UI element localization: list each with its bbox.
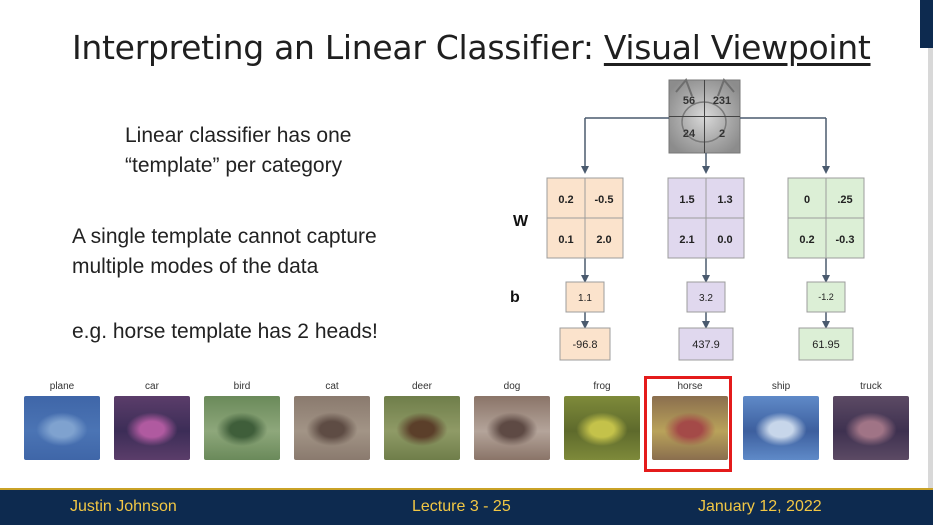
- class-template-truck: truck: [830, 380, 912, 460]
- class-label: cat: [325, 381, 339, 392]
- score-value: -96.8: [572, 339, 597, 351]
- text-line: Linear classifier has one: [125, 124, 352, 147]
- pixel-value: 56: [683, 95, 695, 107]
- template-image: [204, 396, 280, 460]
- pixel-value: 24: [683, 128, 696, 140]
- weight-value: 2.0: [596, 234, 611, 246]
- text-line: “template” per category: [125, 154, 343, 177]
- slide-edge-shadow: [928, 48, 933, 488]
- bias-box-2: 3.2: [686, 281, 726, 313]
- score-box-1: -96.8: [559, 327, 611, 361]
- weight-value: 1.3: [717, 194, 732, 206]
- pixel-value: 231: [713, 95, 731, 107]
- title-underlined: Visual Viewpoint: [603, 28, 871, 67]
- text-block-horse: e.g. horse template has 2 heads!: [72, 317, 378, 347]
- template-image: [294, 396, 370, 460]
- bias-value: -1.2: [818, 292, 834, 302]
- footer-author: Justin Johnson: [70, 498, 177, 515]
- weight-value: -0.3: [836, 234, 855, 246]
- text-block-modes: A single template cannot capture multipl…: [72, 222, 377, 282]
- class-label: frog: [593, 381, 611, 392]
- score-box-3: 61.95: [798, 327, 854, 361]
- horse-highlight-box: [644, 376, 732, 472]
- bias-box-3: -1.2: [806, 281, 846, 313]
- text-line: A single template cannot capture: [72, 225, 377, 248]
- score-box-2: 437.9: [678, 327, 734, 361]
- bias-box-1: 1.1: [565, 281, 605, 313]
- input-image: 56 231 24 2: [668, 78, 741, 154]
- b-label: b: [510, 289, 520, 306]
- class-template-horse: horse: [649, 380, 731, 460]
- class-template-bird: bird: [201, 380, 283, 460]
- weight-value: .25: [837, 194, 852, 206]
- score-value: 437.9: [692, 339, 720, 351]
- bias-value: 3.2: [699, 293, 713, 304]
- weight-value: -0.5: [595, 194, 614, 206]
- weights-row-2: 1.5 1.3 2.1 0.0: [667, 177, 745, 259]
- class-label: ship: [771, 381, 791, 392]
- template-image: [652, 396, 728, 460]
- text-line: multiple modes of the data: [72, 255, 319, 278]
- class-template-deer: deer: [381, 380, 463, 460]
- bias-value: 1.1: [578, 293, 592, 304]
- template-image: [474, 396, 550, 460]
- weight-value: 0: [804, 194, 810, 206]
- class-label: dog: [503, 381, 521, 392]
- template-image: [833, 396, 909, 460]
- text-block-templates: Linear classifier has one “template” per…: [125, 121, 351, 181]
- weights-row-3: 0 .25 0.2 -0.3: [787, 177, 865, 259]
- text-line: e.g. horse template has 2 heads!: [72, 320, 378, 343]
- class-label: bird: [233, 381, 251, 392]
- class-template-cat: cat: [291, 380, 373, 460]
- class-label: car: [145, 381, 159, 392]
- slide-title: Interpreting an Linear Classifier: Visua…: [72, 28, 871, 67]
- class-label: truck: [860, 381, 882, 392]
- weight-value: 1.5: [679, 194, 694, 206]
- class-template-car: car: [111, 380, 193, 460]
- pixel-value: 2: [719, 128, 725, 140]
- template-image: [564, 396, 640, 460]
- class-label: horse: [677, 381, 703, 392]
- class-template-plane: plane: [21, 380, 103, 460]
- title-prefix: Interpreting an Linear Classifier:: [72, 28, 604, 67]
- class-template-dog: dog: [471, 380, 553, 460]
- connector-lines: [581, 117, 830, 329]
- footer-lecture: Lecture 3 - 25: [412, 498, 511, 515]
- footer-date: January 12, 2022: [698, 498, 822, 515]
- class-label: deer: [411, 381, 432, 392]
- classifier-diagram: 56 231 24 2 W b 0.2 -0.5: [510, 78, 865, 361]
- score-value: 61.95: [812, 339, 840, 351]
- class-templates-row: plane car bird cat deer dog frog horse ship truck: [0, 380, 933, 480]
- weight-value: 0.1: [558, 234, 573, 246]
- weight-value: 0.0: [717, 234, 732, 246]
- class-template-frog: frog: [561, 380, 643, 460]
- w-label: W: [513, 213, 529, 230]
- weight-value: 2.1: [679, 234, 694, 246]
- template-image: [384, 396, 460, 460]
- weights-row-1: 0.2 -0.5 0.1 2.0: [546, 177, 624, 259]
- template-image: [24, 396, 100, 460]
- footer-bar: Justin Johnson Lecture 3 - 25 January 12…: [0, 488, 933, 525]
- slide-edge-accent: [920, 0, 933, 48]
- weight-value: 0.2: [558, 194, 573, 206]
- template-image: [114, 396, 190, 460]
- weight-value: 0.2: [799, 234, 814, 246]
- class-template-ship: ship: [740, 380, 822, 460]
- class-label: plane: [49, 381, 75, 392]
- template-image: [743, 396, 819, 460]
